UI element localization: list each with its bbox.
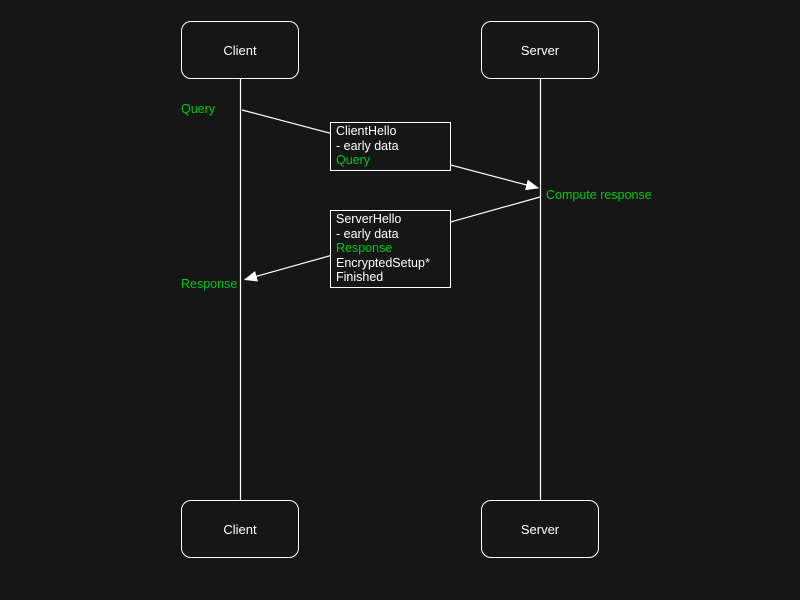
actor-server-top: Server bbox=[481, 21, 599, 79]
query-start-label: Query bbox=[181, 102, 216, 116]
actor-client-top-label: Client bbox=[223, 42, 257, 58]
client-hello-line: ClientHello bbox=[336, 124, 397, 138]
compute-response-label: Compute response bbox=[546, 188, 652, 202]
actor-client-top: Client bbox=[181, 21, 299, 79]
query-payload-line: Query bbox=[336, 153, 371, 167]
encrypted-setup-line: EncryptedSetup* bbox=[336, 255, 430, 270]
actor-client-bottom-label: Client bbox=[223, 521, 257, 537]
actor-client-bottom: Client bbox=[181, 500, 299, 558]
response-end-label: Response bbox=[181, 277, 238, 291]
actor-server-bottom: Server bbox=[481, 500, 599, 558]
client-hello-message-box: ClientHello - early data Query bbox=[330, 122, 451, 171]
actor-server-top-label: Server bbox=[520, 42, 560, 58]
finished-line: Finished bbox=[336, 270, 384, 284]
actor-server-bottom-label: Server bbox=[520, 521, 560, 537]
server-hello-message-box: ServerHello - early data Response Encryp… bbox=[330, 210, 451, 288]
server-hello-line: ServerHello bbox=[336, 212, 402, 226]
response-payload-line: Response bbox=[336, 241, 393, 255]
early-data-line: - early data bbox=[336, 226, 399, 241]
early-data-line: - early data bbox=[336, 138, 399, 153]
